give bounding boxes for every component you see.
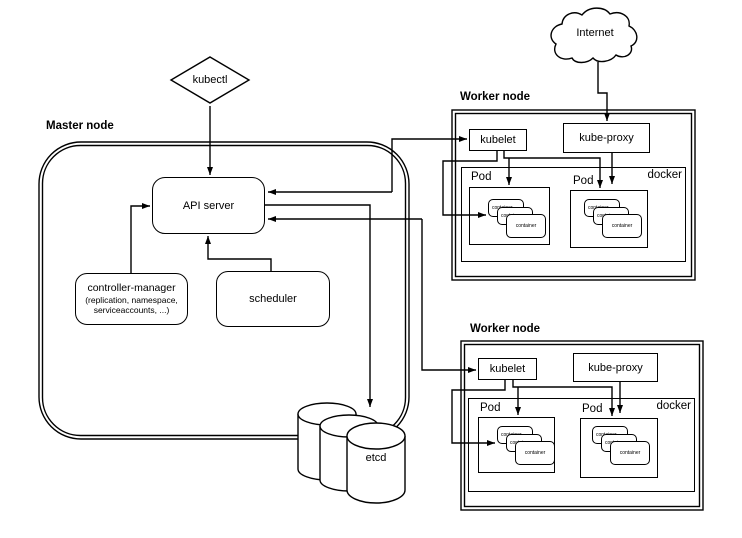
scheduler-box: scheduler	[216, 271, 330, 327]
master-node-label: Master node	[46, 120, 114, 132]
internet-label: Internet	[576, 27, 614, 39]
worker-2-pod-2-label: Pod	[582, 403, 603, 415]
worker-node-2-label: Worker node	[470, 323, 541, 335]
worker-1-pod-2-label: Pod	[573, 175, 594, 187]
worker-1-kubelet-box: kubelet	[469, 129, 527, 151]
kubectl-label: kubectl	[192, 74, 228, 86]
worker-1-docker-label: docker	[647, 169, 682, 181]
etcd-label: etcd	[365, 452, 387, 464]
worker-1-kube-proxy-box: kube-proxy	[563, 123, 650, 153]
etcd-cylinder-front	[346, 436, 406, 504]
api-server-label: API server	[182, 199, 235, 212]
worker-2-kube-proxy-box: kube-proxy	[573, 353, 658, 382]
worker-1-kube-proxy-label: kube-proxy	[579, 132, 634, 144]
worker-2-pod-1-container-front: container	[515, 441, 555, 465]
worker-2-kube-proxy-label: kube-proxy	[588, 361, 643, 374]
worker-1-pod-1-label: Pod	[471, 171, 492, 183]
controller-manager-sub1: (replication, namespace,	[85, 294, 178, 305]
etcd-cylinder-back-top	[297, 402, 357, 426]
controller-manager-box: controller-manager (replication, namespa…	[75, 273, 188, 325]
etcd-cylinder-mid-top	[319, 414, 379, 438]
scheduler-label: scheduler	[249, 293, 297, 305]
worker-1-pod-2-container-front: container	[602, 214, 642, 238]
arrow-api-server-to-kubelet-1	[391, 136, 467, 192]
worker-node-1-label: Worker node	[460, 91, 531, 103]
etcd-cylinder-front-top	[346, 422, 406, 450]
worker-2-pod-2-container-front: container	[610, 441, 650, 465]
worker-2-kubelet-label: kubelet	[489, 363, 526, 375]
api-server-box: API server	[152, 177, 265, 234]
controller-manager-sub2: serviceaccounts, ...)	[93, 305, 170, 316]
arrow-scheduler-to-api-server	[205, 236, 272, 271]
arrow-controller-manager-to-api-server	[130, 203, 150, 273]
worker-1-kubelet-label: kubelet	[480, 134, 516, 146]
worker-1-pod-1-container-front: container	[506, 214, 546, 238]
worker-2-docker-label: docker	[656, 400, 691, 412]
etcd-cylinder-back	[297, 414, 357, 481]
controller-manager-label: controller-manager	[87, 282, 176, 295]
worker-2-kubelet-box: kubelet	[478, 358, 537, 380]
arrow-internet-to-kube-proxy-1	[597, 62, 610, 121]
worker-2-pod-1-label: Pod	[480, 402, 501, 414]
